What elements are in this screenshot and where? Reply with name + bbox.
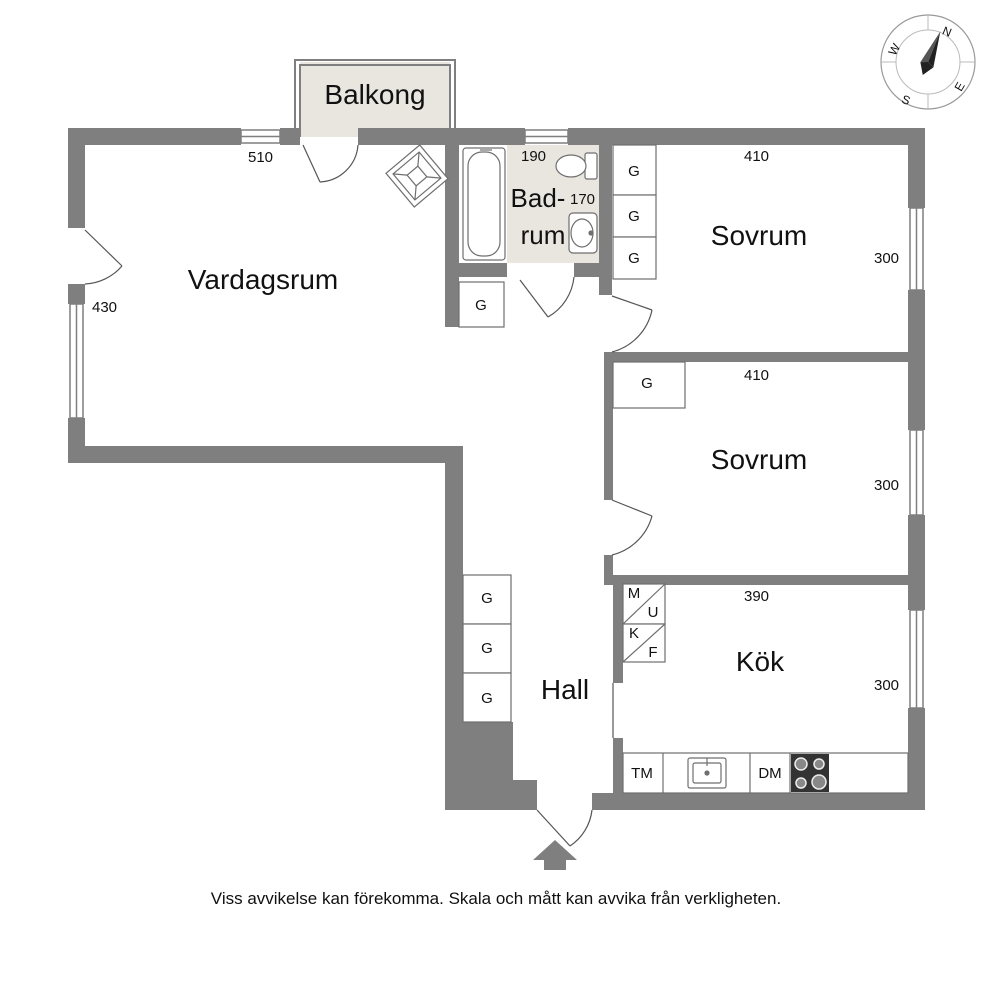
wardrobe-hall-2	[462, 623, 512, 674]
dim-badrum-width: 190	[521, 148, 546, 165]
room-badrum-line2: rum	[521, 220, 566, 250]
room-sovrum-1: Sovrum	[711, 220, 807, 251]
balcony-outline	[294, 59, 456, 137]
wardrobe-bedroom1-1	[612, 144, 657, 196]
wardrobe-bathroom	[458, 281, 505, 328]
room-kok: Kök	[736, 646, 785, 677]
dim-sovrum1-width: 410	[744, 148, 769, 165]
room-sovrum-2: Sovrum	[711, 444, 807, 475]
dim-vardagsrum-depth: 430	[92, 299, 117, 316]
wardrobe-hall-3	[462, 672, 512, 723]
fridge-label-m: M	[628, 585, 641, 602]
kitchen-counter	[622, 752, 909, 794]
freezer-label-k: K	[629, 625, 639, 642]
stove-icon	[791, 754, 829, 792]
compass: N E S W	[880, 14, 976, 110]
room-vardagsrum: Vardagsrum	[188, 264, 338, 295]
dim-vardagsrum-width: 510	[248, 149, 273, 166]
wardrobe-label: G	[481, 590, 493, 607]
toilet-icon	[555, 152, 598, 180]
wardrobe-label: G	[475, 297, 487, 314]
dim-kok-depth: 300	[874, 677, 899, 694]
sink-icon	[687, 757, 727, 789]
fridge-label-u: U	[648, 604, 659, 621]
windows	[69, 129, 924, 709]
freezer-label-f: F	[648, 644, 657, 661]
fireplace-icon	[385, 144, 449, 208]
dim-sovrum2-width: 410	[744, 367, 769, 384]
dishwasher-label: DM	[758, 765, 781, 782]
washer-label: TM	[631, 765, 653, 782]
wardrobe-bedroom2	[612, 361, 686, 409]
wardrobe-label: G	[481, 640, 493, 657]
dimension-labels: 510 430 190 170 410 300 410 300 390 300	[92, 148, 899, 694]
balcony-floor	[300, 62, 450, 137]
wardrobe-label: G	[628, 208, 640, 225]
dim-kok-width: 390	[744, 588, 769, 605]
room-hall: Hall	[541, 674, 589, 705]
dim-badrum-depth: 170	[570, 191, 595, 208]
disclaimer-text: Viss avvikelse kan förekomma. Skala och …	[210, 889, 782, 908]
washbasin-icon	[568, 212, 598, 254]
doors	[84, 144, 653, 847]
entrance-arrow-icon	[533, 840, 577, 870]
room-labels: Balkong Vardagsrum Bad- rum Sovrum Sovru…	[188, 79, 807, 705]
dim-sovrum1-depth: 300	[874, 250, 899, 267]
wardrobe-bedroom1-2	[612, 194, 657, 238]
fixture-labels: G G G G G G G G M U K F TM DM	[475, 163, 782, 782]
dim-sovrum2-depth: 300	[874, 477, 899, 494]
fixtures	[385, 144, 909, 794]
wardrobe-label: G	[628, 250, 640, 267]
room-badrum-line1: Bad-	[511, 183, 566, 213]
walls	[68, 128, 925, 810]
room-balkong: Balkong	[324, 79, 425, 110]
wardrobe-bedroom1-3	[612, 236, 657, 280]
wardrobe-label: G	[641, 375, 653, 392]
wardrobe-label: G	[628, 163, 640, 180]
wardrobe-label: G	[481, 690, 493, 707]
